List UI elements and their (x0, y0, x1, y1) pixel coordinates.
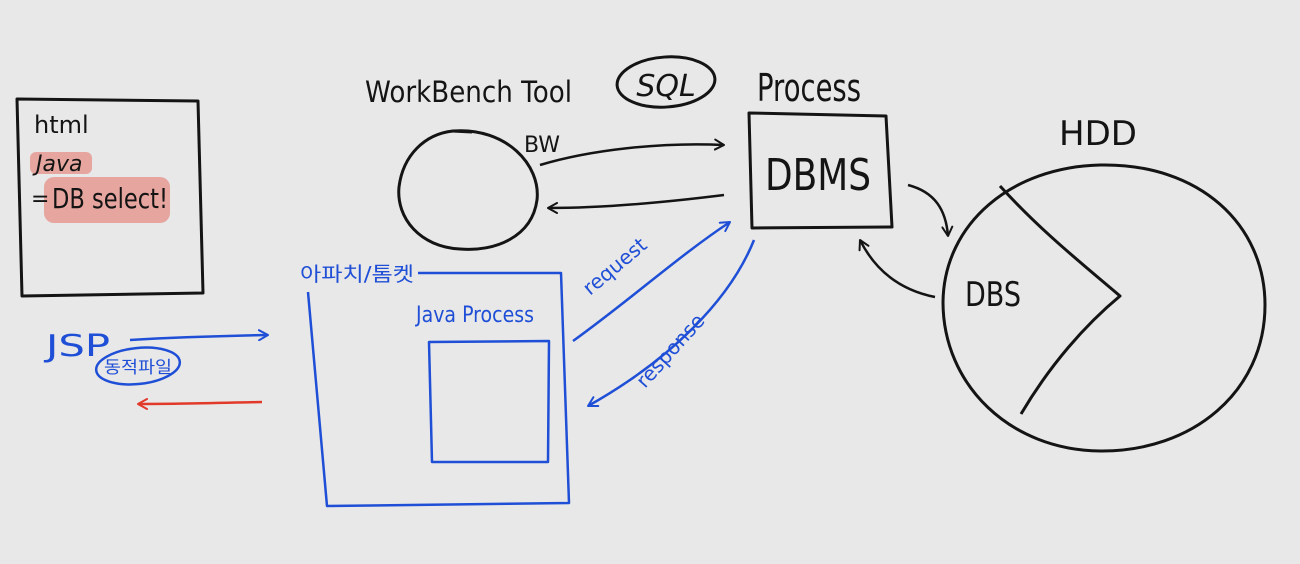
html-box-title: html (34, 111, 89, 139)
hdd-to-dbms-arrow (858, 239, 936, 299)
html-box-bullet: = (31, 187, 49, 212)
bw-label: BW (524, 133, 560, 158)
html-box-java: Java (32, 152, 82, 177)
sql-label: SQL (636, 69, 695, 104)
dbms-to-hdd-arrow (907, 183, 954, 237)
dbs-label: DBS (965, 275, 1021, 315)
java-process-label: Java Process (414, 303, 534, 328)
jsp-label: JSP (43, 329, 110, 364)
html-page-box: html Java = DB select! (15, 97, 205, 298)
workbench-circle (397, 129, 539, 251)
apache-tomcat-label: 아파치/톰켓 (300, 262, 414, 286)
dbms-label: DBMS (765, 150, 871, 201)
db-select-highlight (44, 177, 170, 223)
java-highlight (30, 152, 92, 174)
workbench-circle-tick (451, 129, 473, 134)
response-arrow (587, 239, 756, 408)
server-to-jsp-arrow (137, 397, 263, 410)
hdd-slice-lines (998, 184, 1122, 415)
sql-badge: SQL (615, 55, 717, 109)
hdd-label: HDD (1059, 114, 1137, 154)
java-process-box (427, 339, 551, 464)
jsp-to-server-arrow (129, 329, 269, 342)
response-label: response (631, 309, 710, 393)
dynamic-page-badge: 동적파일 (94, 346, 182, 386)
dynamic-page-label: 동적파일 (104, 358, 172, 378)
request-arrow (572, 220, 731, 343)
html-box-db-select: DB select! (52, 182, 168, 215)
workbench-label: WorkBench Tool (365, 75, 572, 109)
hdd-disk: DBS (941, 163, 1267, 453)
dbms-to-workbench-arrow (547, 193, 725, 214)
workbench-to-dbms-arrow (539, 138, 725, 167)
apache-tomcat-box: Java Process (306, 271, 571, 508)
dbms-box: DBMS (747, 111, 894, 230)
process-label: Process (757, 66, 861, 110)
